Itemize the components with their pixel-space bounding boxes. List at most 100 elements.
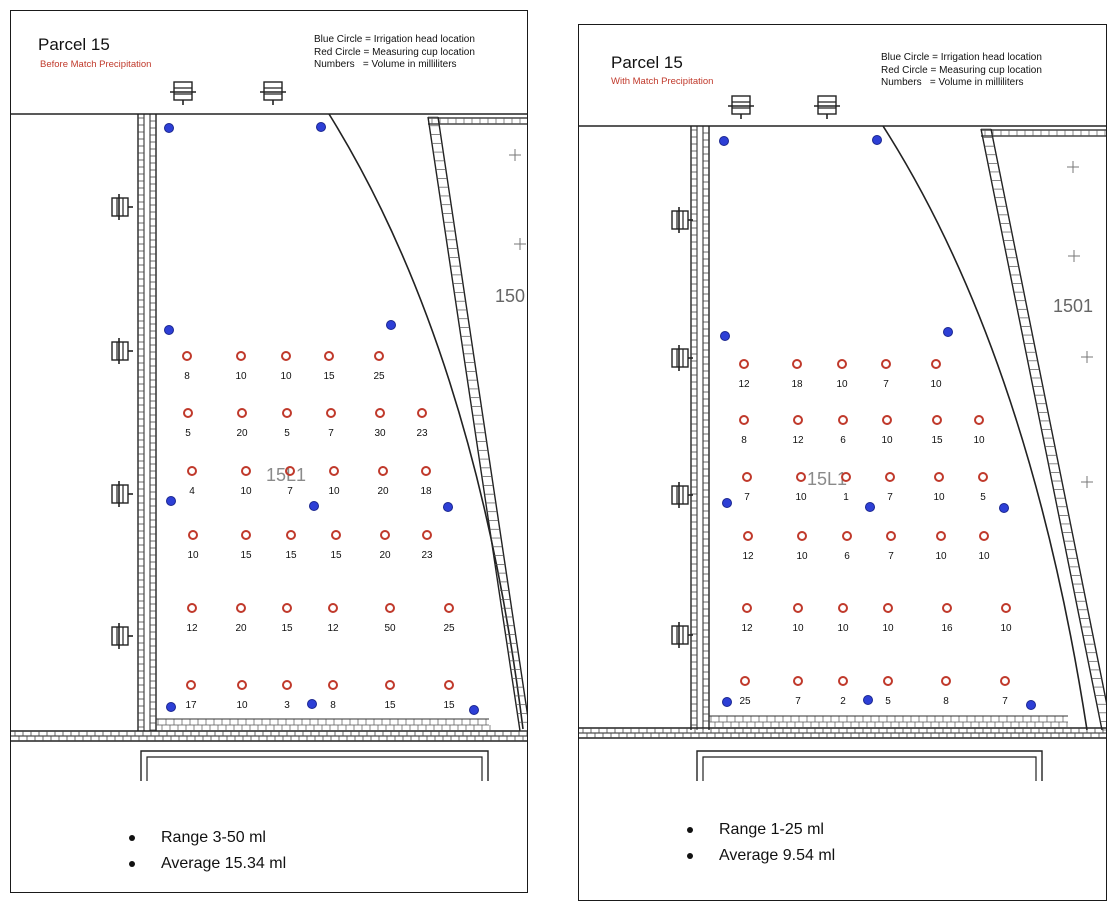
- measuring-cup: [282, 680, 292, 690]
- cup-volume: 15: [285, 550, 297, 561]
- cup-volume: 7: [795, 696, 801, 707]
- cup-volume: 12: [738, 379, 750, 390]
- cup-volume: 23: [421, 550, 433, 561]
- cup-volume: 8: [943, 696, 949, 707]
- measuring-cup: [286, 530, 296, 540]
- cup-volume: 30: [374, 428, 386, 439]
- irrigation-head: [386, 320, 396, 330]
- plus-icon: [1068, 250, 1080, 262]
- measuring-cup: [1000, 676, 1010, 686]
- measuring-cup: [328, 680, 338, 690]
- measuring-cup: [792, 359, 802, 369]
- valve-icon: [814, 95, 840, 119]
- valve-icon: [671, 207, 693, 233]
- cup-volume: 15: [931, 435, 943, 446]
- valve-icon: [671, 482, 693, 508]
- plus-icon: [509, 149, 521, 161]
- cup-volume: 7: [744, 492, 750, 503]
- irrigation-head: [166, 702, 176, 712]
- cup-volume: 15: [443, 700, 455, 711]
- cup-volume: 8: [330, 700, 336, 711]
- plus-icon: [1081, 351, 1093, 363]
- measuring-cup: [236, 603, 246, 613]
- measuring-cup: [328, 603, 338, 613]
- cup-volume: 12: [792, 435, 804, 446]
- plus-icon: [1067, 161, 1079, 173]
- legend-red: Red Circle = Measuring cup location: [881, 64, 1042, 76]
- parcel-number: 1501: [1053, 296, 1093, 316]
- measuring-cup: [942, 603, 952, 613]
- cup-volume: 10: [240, 486, 252, 497]
- cup-volume: 5: [980, 492, 986, 503]
- irrigation-head: [999, 503, 1009, 513]
- cup-volume: 8: [184, 371, 190, 382]
- irrigation-head: [164, 123, 174, 133]
- measuring-cup: [187, 603, 197, 613]
- measuring-cup: [237, 680, 247, 690]
- measuring-cup: [838, 415, 848, 425]
- measuring-cup: [186, 680, 196, 690]
- irrigation-head: [863, 695, 873, 705]
- cup-volume: 7: [328, 428, 334, 439]
- cup-volume: 15: [281, 623, 293, 634]
- right-wall: [427, 116, 527, 732]
- cup-volume: 20: [377, 486, 389, 497]
- measuring-cup: [742, 472, 752, 482]
- measuring-cup: [793, 676, 803, 686]
- building-outline: [140, 750, 489, 781]
- path-curve: [328, 113, 524, 730]
- stat-average: Average 9.54 ml: [719, 847, 836, 864]
- cup-volume: 3: [284, 700, 290, 711]
- cup-volume: 17: [185, 700, 197, 711]
- bullet-icon: [687, 853, 693, 859]
- cup-volume: 4: [189, 486, 195, 497]
- legend-numbers: Numbers = Volume in milliliters: [881, 77, 1024, 88]
- measuring-cup: [974, 415, 984, 425]
- irrigation-head: [722, 498, 732, 508]
- cup-volume: 25: [739, 696, 751, 707]
- measuring-cup: [444, 603, 454, 613]
- cup-volume: 5: [284, 428, 290, 439]
- measuring-cup: [331, 530, 341, 540]
- measuring-cup: [236, 351, 246, 361]
- measuring-cup: [838, 603, 848, 613]
- legend-blue: Blue Circle = Irrigation head location: [314, 34, 475, 45]
- measuring-cup: [881, 359, 891, 369]
- panel-subtitle: Before Match Precipitation: [40, 59, 152, 70]
- irrigation-head: [309, 501, 319, 511]
- measuring-cup: [793, 415, 803, 425]
- cup-volume: 8: [741, 435, 747, 446]
- irrigation-head: [469, 705, 479, 715]
- measuring-cup: [241, 466, 251, 476]
- measuring-cup: [740, 676, 750, 686]
- cup-volume: 15: [384, 700, 396, 711]
- measuring-cup: [742, 603, 752, 613]
- cup-volume: 15: [323, 371, 335, 382]
- cup-volume: 7: [883, 379, 889, 390]
- cup-volume: 10: [328, 486, 340, 497]
- stats-list: Range 1-25 ml Average 9.54 ml: [687, 817, 835, 869]
- irrigation-head: [720, 331, 730, 341]
- legend: Blue Circle = Irrigation head location R…: [314, 34, 475, 72]
- cup-volume: 10: [235, 371, 247, 382]
- measuring-cup: [882, 415, 892, 425]
- measuring-cup: [282, 408, 292, 418]
- measuring-cup: [380, 530, 390, 540]
- measuring-cup: [378, 466, 388, 476]
- cup-volume: 7: [887, 492, 893, 503]
- bottom-wall: [579, 715, 1106, 739]
- measuring-cup: [885, 472, 895, 482]
- valve-icon: [671, 345, 693, 371]
- cup-volume: 5: [885, 696, 891, 707]
- legend-blue: Blue Circle = Irrigation head location: [881, 52, 1042, 63]
- measuring-cup: [841, 472, 851, 482]
- panel-title: Parcel 15: [611, 53, 683, 72]
- measuring-cup: [979, 531, 989, 541]
- cup-volume: 10: [280, 371, 292, 382]
- bottom-wall: [11, 718, 527, 742]
- valve-icon: [260, 81, 286, 105]
- valve-icon: [111, 623, 133, 649]
- cup-volume: 50: [384, 623, 396, 634]
